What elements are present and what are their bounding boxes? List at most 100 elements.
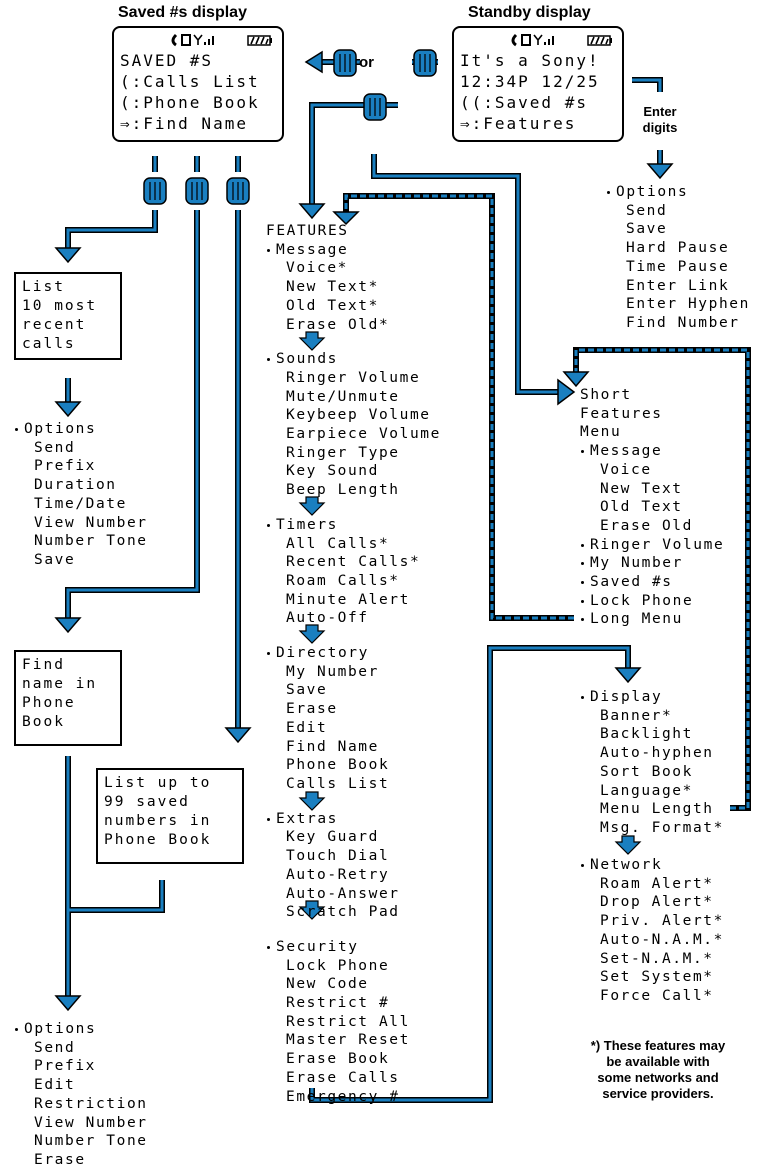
- bullet-icon: [581, 618, 584, 622]
- menu-item: Beep Length: [286, 482, 400, 499]
- saved-numbers-box: List up to 99 saved numbers in Phone Boo…: [96, 768, 244, 864]
- menu-item: Lock Phone: [286, 957, 390, 974]
- bullet-icon: [581, 562, 584, 566]
- bullet-icon: [267, 817, 270, 821]
- option-item: Time/Date: [34, 495, 127, 512]
- short-menu-entry: My Number: [580, 554, 724, 573]
- menu-item: Force Call*: [600, 987, 714, 1004]
- jog-dial-icon-4: [413, 49, 437, 77]
- menu-item: Banner*: [600, 707, 673, 724]
- option-item: Time Pause: [626, 258, 730, 275]
- standby-line-1: It's a Sony!: [460, 51, 600, 70]
- menu-item: Set-N.A.M.*: [600, 950, 714, 967]
- menu-item: Erase Old*: [286, 316, 390, 333]
- short-menu-entry: Ringer Volume: [580, 536, 724, 555]
- option-item: Restriction: [34, 1095, 148, 1112]
- bullet-icon: [267, 248, 270, 252]
- enter-digits-label: Enter digits: [642, 104, 678, 135]
- menu-item: Erase Calls: [286, 1069, 400, 1086]
- option-item: Hard Pause: [626, 240, 730, 257]
- find-name-box: Find name in Phone Book: [14, 650, 122, 746]
- bullet-icon: [581, 864, 584, 867]
- option-item: Prefix: [34, 1058, 96, 1075]
- flow-connectors: [54, 49, 751, 1103]
- menu-item: Priv. Alert*: [600, 913, 724, 930]
- bullet-icon: [267, 652, 270, 656]
- options-header: Options: [14, 420, 148, 439]
- menu-item: Calls List: [286, 775, 390, 792]
- short-menu-entry: Long Menu: [580, 610, 724, 629]
- option-item: Find Number: [626, 314, 740, 331]
- standby-line-3: ((:Saved #s: [460, 93, 588, 112]
- short-menu-entry: Message: [580, 442, 724, 461]
- feature-group-header: Sounds: [266, 350, 441, 369]
- menu-item: Voice*: [286, 260, 348, 277]
- saved-display-screen: SAVED #S (:Calls List (:Phone Book ⇒:Fin…: [112, 26, 284, 142]
- menu-item: Set System*: [600, 969, 714, 986]
- menu-item: Language*: [600, 782, 693, 799]
- option-item: View Number: [34, 514, 148, 531]
- status-icons: [511, 33, 612, 47]
- standby-display-title: Standby display: [468, 4, 591, 21]
- menu-item: My Number: [286, 663, 379, 680]
- option-item: Save: [626, 221, 668, 238]
- option-item: Duration: [34, 477, 117, 494]
- option-item: Enter Link: [626, 277, 730, 294]
- menu-item: Backlight: [600, 726, 693, 743]
- feature-group-header: Message: [266, 241, 441, 260]
- menu-item: Master Reset: [286, 1032, 410, 1049]
- menu-item: Roam Alert*: [600, 875, 714, 892]
- feature-group-header: Extras: [266, 810, 441, 829]
- saved-line-3: (:Phone Book: [120, 93, 260, 112]
- option-item: Number Tone: [34, 1133, 148, 1150]
- menu-item: New Text: [600, 480, 683, 497]
- menu-item: Restrict #: [286, 995, 390, 1012]
- bullet-icon: [581, 543, 584, 547]
- footnote: *) These features may be available with …: [590, 1038, 726, 1101]
- menu-item: Minute Alert: [286, 591, 410, 608]
- menu-item: Keybeep Volume: [286, 407, 431, 424]
- bullet-icon: [15, 1028, 18, 1031]
- bullet-icon: [267, 358, 270, 362]
- menu-item: Erase Old: [600, 517, 693, 534]
- option-item: Enter Hyphen: [626, 296, 750, 313]
- features-title: FEATURES: [266, 223, 349, 239]
- option-item: View Number: [34, 1114, 148, 1131]
- bullet-icon: [581, 696, 584, 699]
- menu-item: Phone Book: [286, 757, 390, 774]
- menu-item: Edit: [286, 719, 328, 736]
- or-label: or: [359, 54, 374, 71]
- short-menu-entry: Saved #s: [580, 573, 724, 592]
- menu-item: Old Text*: [286, 297, 379, 314]
- option-item: Edit: [34, 1077, 76, 1094]
- option-item: Erase: [34, 1151, 86, 1168]
- menu-item: Erase: [286, 701, 338, 718]
- menu-item: Sort Book: [600, 763, 693, 780]
- short-menu-title: Menu: [580, 424, 622, 441]
- bullet-icon: [267, 523, 270, 527]
- menu-item: Mute/Unmute: [286, 388, 400, 405]
- menu-item: Drop Alert*: [600, 894, 714, 911]
- standby-line-4: ⇒:Features: [460, 114, 577, 133]
- short-menu-title: Features: [580, 405, 663, 422]
- menu-item: Menu Length: [600, 801, 714, 818]
- bullet-icon: [267, 945, 270, 949]
- short-menu-entry: Lock Phone: [580, 592, 724, 611]
- saved-display-title: Saved #s display: [118, 4, 247, 21]
- jog-dial-icon-1: [143, 177, 167, 205]
- display-group-header: Display: [580, 688, 724, 707]
- menu-item: Scratch Pad: [286, 904, 400, 921]
- menu-item: Touch Dial: [286, 848, 390, 865]
- status-bar: [120, 32, 276, 50]
- saved-line-1: SAVED #S: [120, 51, 214, 70]
- menu-item: Old Text: [600, 499, 683, 516]
- saved-line-2: (:Calls List: [120, 72, 260, 91]
- saved-line-4: ⇒:Find Name: [120, 114, 248, 133]
- jog-dial-icon-5: [333, 49, 357, 77]
- options-header: Options: [606, 183, 750, 202]
